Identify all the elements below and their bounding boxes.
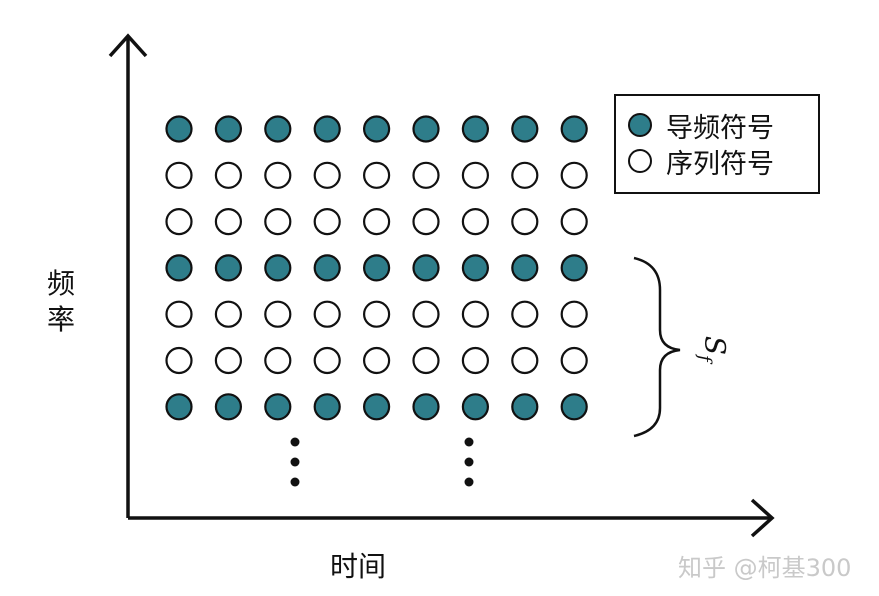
sequence-symbol	[214, 346, 242, 375]
watermark: 知乎 @柯基300	[678, 554, 852, 582]
sequence-symbol	[511, 208, 539, 236]
frequency-axis-label-char-1: 频	[46, 267, 75, 300]
pilot-symbol	[214, 254, 242, 282]
sequence-symbol	[264, 346, 292, 375]
continuation-dot	[290, 457, 300, 467]
legend-sequence-label: 序列符号	[666, 148, 774, 180]
sequence-symbol	[264, 161, 292, 189]
sequence-symbol	[313, 346, 341, 375]
sequence-symbol	[461, 300, 489, 328]
sequence-symbol	[412, 300, 440, 328]
pilot-symbol	[165, 393, 193, 421]
sequence-symbol	[264, 208, 292, 236]
pilot-symbol	[313, 393, 341, 421]
sequence-symbol	[214, 161, 242, 189]
sequence-symbol	[165, 300, 193, 328]
legend-pilot-label: 导频符号	[666, 112, 774, 144]
sequence-symbol	[165, 161, 193, 189]
pilot-symbol	[363, 393, 391, 421]
y-axis-arrowhead	[108, 33, 148, 58]
sequence-symbol	[461, 161, 489, 189]
pilot-symbol	[461, 115, 489, 143]
frequency-axis-label: 频 率	[46, 270, 76, 342]
sequence-symbol	[214, 300, 242, 328]
sequence-symbol	[412, 346, 440, 375]
sequence-symbol	[313, 208, 341, 236]
pilot-symbol	[363, 254, 391, 282]
sequence-symbol	[560, 300, 588, 328]
sequence-symbol	[363, 208, 391, 236]
pilot-symbol	[511, 115, 539, 143]
sequence-symbol	[363, 346, 391, 375]
sequence-symbol	[264, 300, 292, 328]
pilot-symbol	[412, 254, 440, 282]
pilot-symbol	[313, 254, 341, 282]
sequence-symbol	[165, 346, 193, 375]
legend-item-sequence: 序列符号	[628, 144, 774, 180]
pilot-symbol	[511, 254, 539, 282]
sequence-symbol	[560, 346, 588, 375]
axes	[108, 33, 775, 538]
pilot-symbol	[165, 254, 193, 282]
pilot-symbol	[461, 393, 489, 421]
sequence-symbol	[363, 300, 391, 328]
pilot-symbol	[214, 115, 242, 143]
pilot-symbol	[412, 393, 440, 421]
frequency-axis-label-char-2: 率	[46, 303, 75, 336]
continuation-dot	[290, 437, 300, 447]
pilot-symbol	[511, 393, 539, 421]
sequence-symbol	[165, 208, 193, 236]
pilot-symbol	[264, 115, 292, 143]
sequence-symbol	[313, 161, 341, 189]
pilot-symbol	[214, 393, 242, 421]
sequence-symbol	[511, 161, 539, 189]
sf-brace	[633, 256, 681, 438]
pilot-symbol	[313, 115, 341, 143]
sequence-symbol	[461, 208, 489, 236]
sequence-symbol	[313, 300, 341, 328]
sequence-symbol	[511, 346, 539, 375]
pilot-symbol-icon	[628, 113, 652, 137]
sf-subscript: f	[694, 355, 716, 362]
continuation-dot	[290, 477, 300, 487]
pilot-symbol	[560, 393, 588, 421]
pilot-symbol	[363, 115, 391, 143]
sequence-symbol	[511, 300, 539, 328]
pilot-symbol	[264, 393, 292, 421]
sequence-symbol	[412, 161, 440, 189]
pilot-symbol	[461, 254, 489, 282]
sequence-symbol	[412, 208, 440, 236]
legend-item-pilot: 导频符号	[628, 108, 774, 144]
pilot-symbol	[165, 115, 193, 143]
sf-symbol: S	[698, 335, 732, 356]
continuation-dot	[464, 437, 474, 447]
continuation-dot	[464, 477, 474, 487]
pilot-symbol	[412, 115, 440, 143]
sequence-symbol	[560, 208, 588, 236]
x-axis-arrowhead	[750, 498, 775, 538]
pilot-symbol	[560, 115, 588, 143]
time-axis-label: 时间	[330, 550, 387, 583]
sequence-symbol	[363, 161, 391, 189]
continuation-dots	[290, 437, 474, 487]
sequence-symbol	[461, 346, 489, 375]
sf-label: Sf	[694, 336, 732, 362]
sequence-symbol	[214, 208, 242, 236]
pilot-symbol	[264, 254, 292, 282]
continuation-dot	[464, 457, 474, 467]
sequence-symbol-icon	[628, 149, 652, 173]
symbol-grid	[165, 115, 588, 421]
pilot-symbol	[560, 254, 588, 282]
legend: 导频符号 序列符号	[614, 94, 820, 194]
sequence-symbol	[560, 161, 588, 189]
